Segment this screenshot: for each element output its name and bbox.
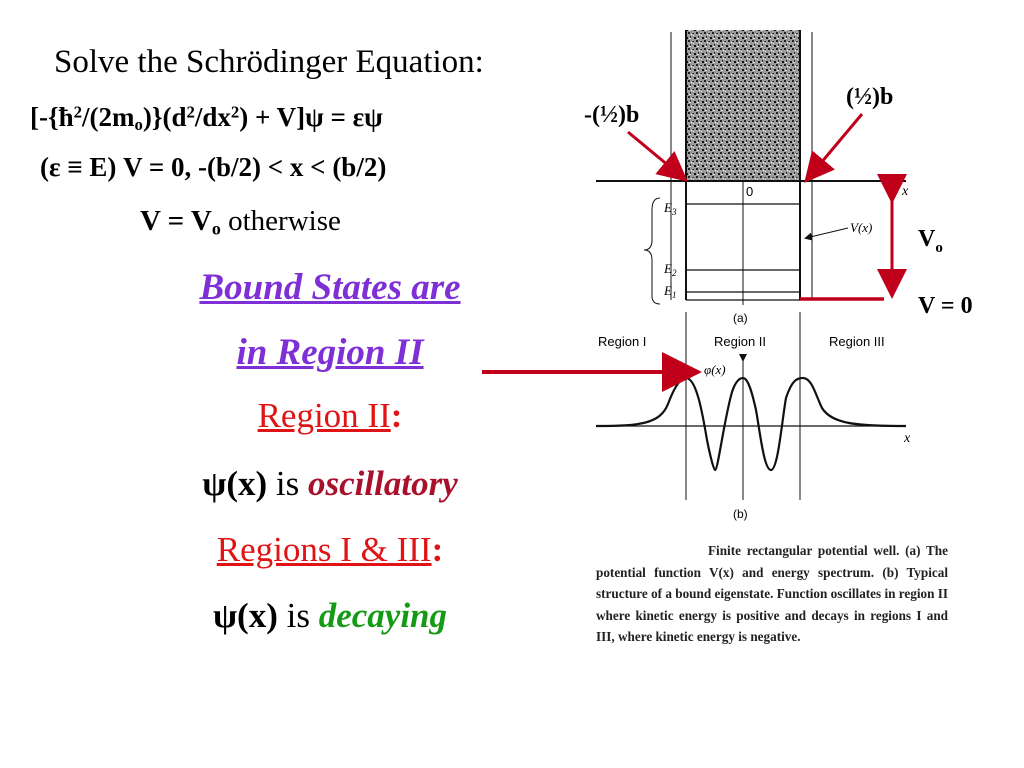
neg-half-b-arrow bbox=[627, 130, 688, 182]
e1-label: E1 bbox=[663, 283, 676, 300]
bound-brace bbox=[643, 197, 661, 305]
part-a-label: (a) bbox=[733, 311, 748, 325]
figure-caption: Finite rectangular potential well. (a) T… bbox=[596, 543, 948, 644]
psi-label: φ(x) bbox=[704, 362, 726, 377]
e2-label: E2 bbox=[663, 261, 677, 278]
pos-half-b-label: (½)b bbox=[846, 84, 893, 110]
wavefunction-curve bbox=[595, 376, 907, 472]
panel-b: Region I Region II Region III φ(x) x (b) bbox=[595, 312, 911, 521]
schrodinger-equation: [-{ħ2/(2mo)}(d2/dx2) + V]ψ = εψ bbox=[30, 102, 383, 135]
bound-states-line2: in Region II bbox=[236, 332, 424, 373]
barrier-region bbox=[686, 30, 800, 180]
neg-half-b-label: -(½)b bbox=[584, 102, 639, 128]
origin-label: 0 bbox=[746, 184, 753, 199]
annotations-a: -(½)b (½)b Vo V = 0 bbox=[584, 84, 973, 319]
vx-pointer bbox=[804, 227, 849, 241]
potential-condition: (ε ≡ E) V = 0, -(b/2) < x < (b/2) bbox=[40, 152, 387, 182]
panel-a: 0 x E3 E2 E1 V(x) (a) bbox=[596, 30, 909, 325]
region-iii-label: Region III bbox=[829, 334, 885, 349]
region-ii-heading: Region II: bbox=[257, 396, 403, 435]
oscillatory-line: ψ(x) is oscillatory bbox=[202, 464, 458, 503]
bound-states-line1: Bound States are bbox=[199, 267, 461, 308]
x-label-a: x bbox=[901, 184, 909, 199]
x-label-b: x bbox=[903, 431, 911, 446]
v0-label: V = 0 bbox=[918, 293, 973, 319]
part-b-label: (b) bbox=[733, 507, 748, 521]
vx-label: V(x) bbox=[850, 220, 872, 235]
potential-otherwise: V = Vo otherwise bbox=[140, 205, 341, 239]
slide-title: Solve the Schrödinger Equation: bbox=[54, 44, 484, 80]
e3-label: E3 bbox=[663, 200, 677, 217]
regions-i-iii-heading: Regions I & III: bbox=[216, 530, 444, 569]
region-ii-label: Region II bbox=[714, 334, 766, 349]
pos-half-b-arrow bbox=[804, 113, 864, 183]
region-i-label: Region I bbox=[598, 334, 646, 349]
vo-label: Vo bbox=[918, 226, 943, 256]
decaying-line: ψ(x) is decaying bbox=[212, 596, 448, 635]
